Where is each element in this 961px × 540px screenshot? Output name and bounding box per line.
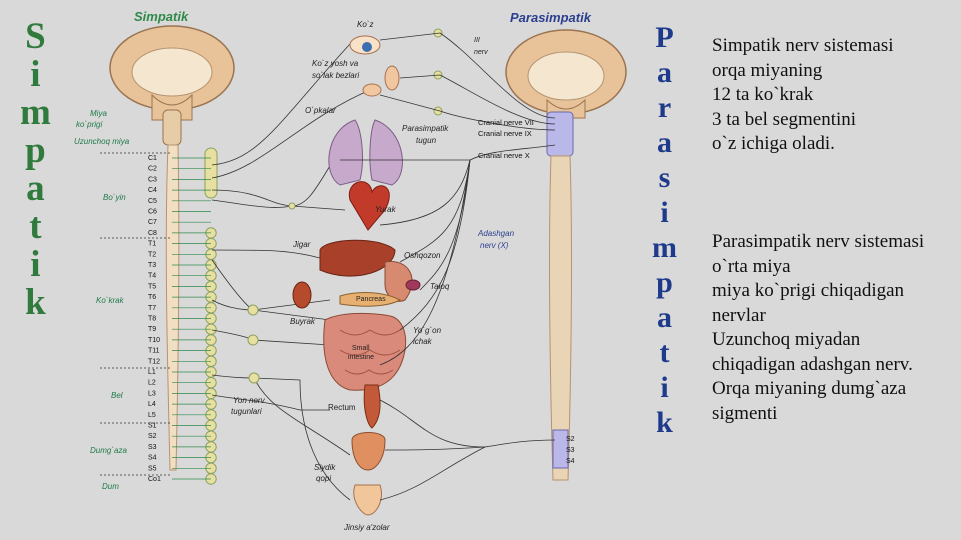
- liver-icon: [320, 240, 395, 276]
- segment-label: S4: [148, 455, 157, 462]
- sympathetic-heading: Simpatik: [134, 9, 189, 24]
- label-cranial-ix: Cranial nerve IX: [478, 129, 532, 138]
- segment-label: T10: [148, 337, 160, 344]
- gland-icon: [363, 66, 399, 96]
- label-cranial-vii: Cranial nerve VII: [478, 118, 534, 127]
- segment-label: Co1: [148, 476, 161, 483]
- label-ichak: ichak: [413, 337, 433, 346]
- lungs-icon: [329, 120, 403, 185]
- label-tugun: tugun: [416, 136, 437, 145]
- segment-label: C8: [148, 230, 157, 237]
- segment-label: T8: [148, 316, 156, 323]
- genitals-icon: [354, 485, 382, 515]
- eye-icon: [350, 36, 380, 54]
- segment-label: T5: [148, 283, 156, 290]
- segment-label: L1: [148, 369, 156, 376]
- label-small: Small: [352, 345, 370, 352]
- segment-label: T3: [148, 262, 156, 269]
- label-nerv: nerv: [474, 49, 488, 56]
- label-uzunchoq: Uzunchoq miya: [74, 137, 130, 146]
- segment-label: T2: [148, 251, 156, 258]
- segment-label: C3: [148, 176, 157, 183]
- segment-label: T7: [148, 305, 156, 312]
- segment-label: T12: [148, 358, 160, 365]
- segment-label: S5: [148, 465, 157, 472]
- segment-label: C5: [148, 198, 157, 205]
- label-dum: Dum: [102, 482, 119, 491]
- rectum-icon: [364, 385, 380, 428]
- label-koprigi: ko`prigi: [76, 120, 102, 129]
- segment-label: T1: [148, 241, 156, 248]
- label-yurak: Yurak: [375, 205, 397, 214]
- label-sacral-s3: S3: [566, 447, 575, 454]
- segment-label: C6: [148, 209, 157, 216]
- label-rectum: Rectum: [328, 403, 356, 412]
- segment-label: C2: [148, 166, 157, 173]
- segment-label: L3: [148, 390, 156, 397]
- label-kokrak: Ko`krak: [96, 296, 125, 305]
- stomach-icon: [385, 262, 420, 302]
- segment-label: C4: [148, 187, 157, 194]
- segment-label: L5: [148, 412, 156, 419]
- right-spinal-cord: [547, 112, 573, 480]
- label-boyin: Bo`yin: [103, 193, 126, 202]
- label-siydik: Siydik: [314, 463, 336, 472]
- label-cranial-x: Cranial nerve X: [478, 151, 530, 160]
- label-opkalar: O`pkalar: [305, 106, 336, 115]
- label-dumgaza: Dumg`aza: [90, 446, 127, 455]
- label-buyrak: Buyrak: [290, 317, 316, 326]
- segment-label: L2: [148, 380, 156, 387]
- label-tugunlari: tugunlari: [231, 407, 262, 416]
- segment-label: L4: [148, 401, 156, 408]
- kidney-icon: [293, 282, 311, 308]
- segment-label: C7: [148, 219, 157, 226]
- label-iii: III: [474, 37, 480, 44]
- segment-label: T11: [148, 348, 160, 355]
- segment-label: T6: [148, 294, 156, 301]
- label-koz-yosh: Ko`z yosh va: [312, 59, 359, 68]
- segment-label: C1: [148, 155, 157, 162]
- parasympathetic-heading: Parasimpatik: [510, 10, 592, 25]
- label-oshqozon: Oshqozon: [404, 251, 441, 260]
- label-nerv-x: nerv (X): [480, 241, 509, 250]
- segment-label: S3: [148, 444, 157, 451]
- label-taloq: Taloq: [430, 282, 450, 291]
- segment-labels: C1C2C3C4C5C6C7C8T1T2T3T4T5T6T7T8T9T10T11…: [148, 155, 211, 483]
- label-para-tugun: Parasimpatik: [402, 124, 449, 133]
- segment-label: S1: [148, 423, 157, 430]
- segment-label: S2: [148, 433, 157, 440]
- left-brain: [110, 26, 234, 145]
- sympathetic-chain: [205, 148, 217, 484]
- label-pancreas: Pancreas: [356, 296, 386, 303]
- bladder-icon: [352, 433, 385, 471]
- label-sacral-s2: S2: [566, 436, 575, 443]
- segment-label: T4: [148, 273, 156, 280]
- label-adashgan: Adashgan: [477, 229, 515, 238]
- label-qopi: qopi: [316, 474, 331, 483]
- label-solak: so`lak bezlari: [312, 71, 359, 80]
- segment-label: T9: [148, 326, 156, 333]
- label-intestine: intestine: [348, 354, 374, 361]
- label-sacral-s4: S4: [566, 458, 575, 465]
- label-jinsiy: Jinsiy a'zolar: [343, 523, 390, 532]
- label-yon-nerv: Yon nerv: [233, 396, 266, 405]
- label-miya: Miya: [90, 109, 107, 118]
- label-yogon: Yo`g`on: [413, 326, 442, 335]
- label-jigar: Jigar: [292, 240, 311, 249]
- label-bel: Bel: [111, 391, 123, 400]
- label-koz: Ko`z: [357, 20, 373, 29]
- right-brain: [506, 30, 626, 118]
